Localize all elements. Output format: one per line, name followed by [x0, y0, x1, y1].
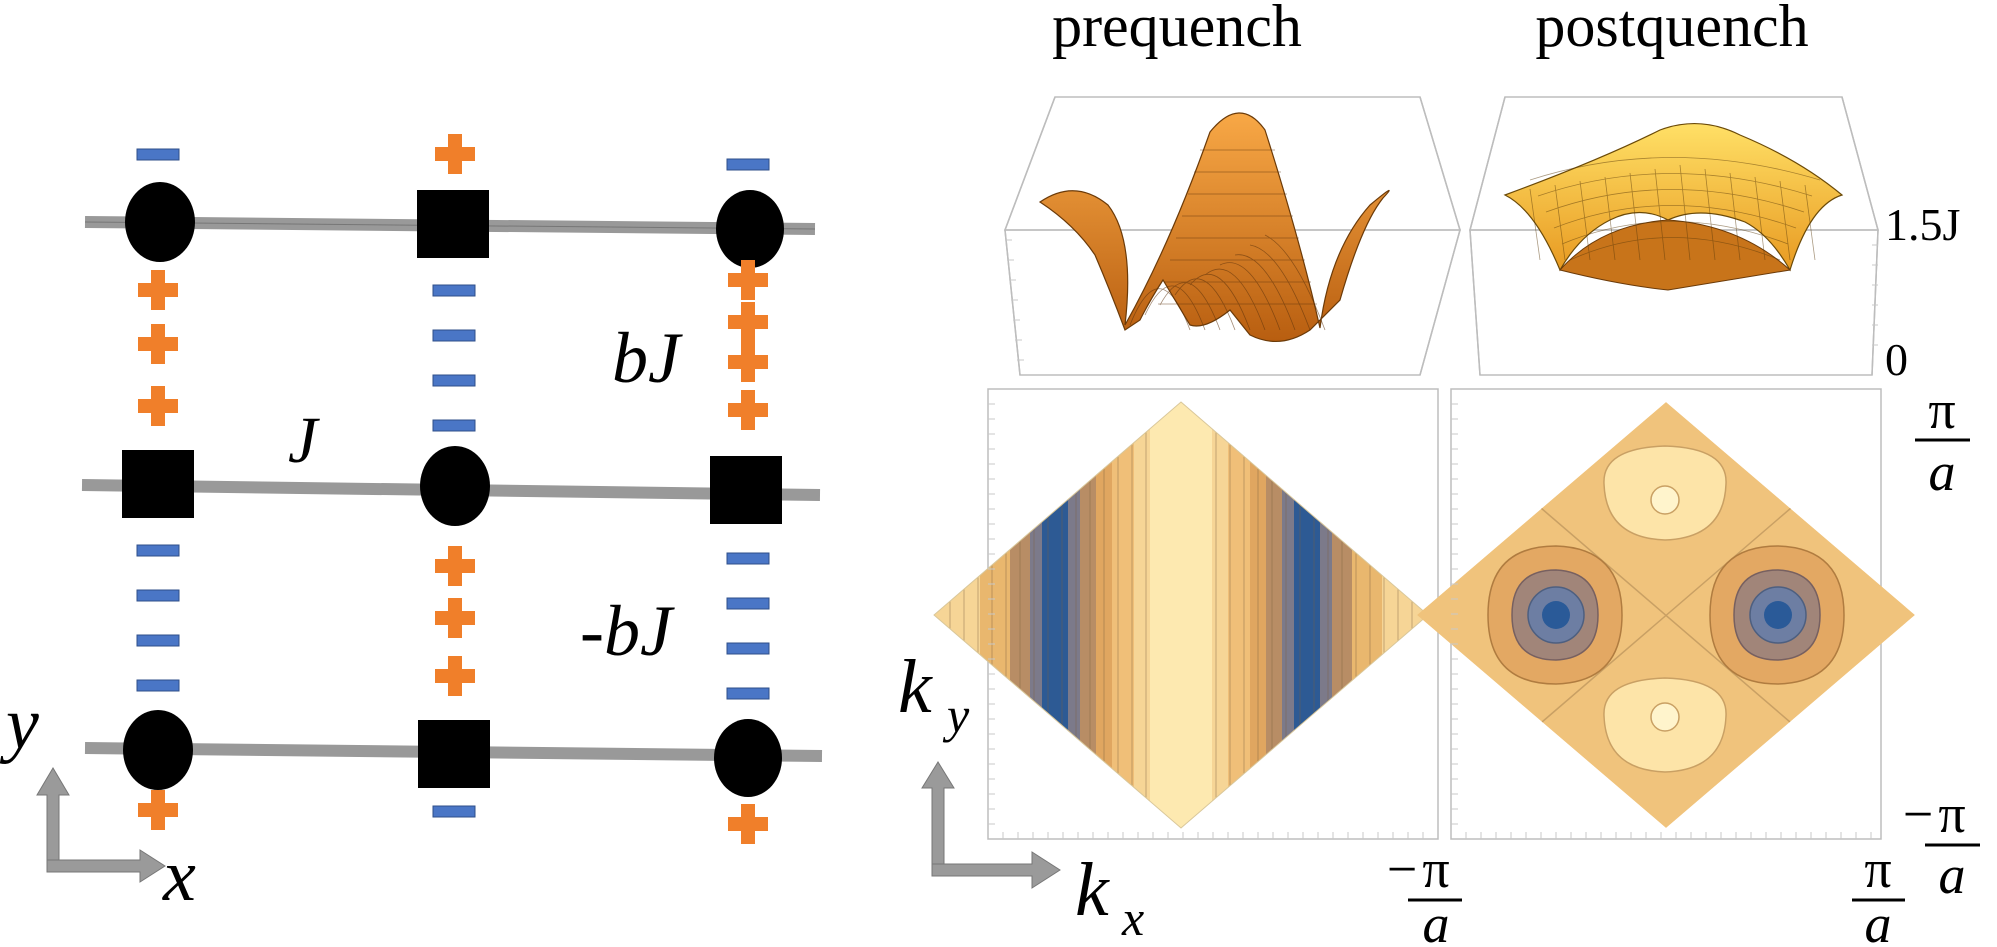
xy-axes: y x — [0, 683, 196, 917]
plus-sign — [728, 342, 768, 382]
plus-sign — [728, 302, 768, 342]
fraction-pi-over-a-top: π a — [1915, 380, 1970, 502]
plus-sign — [435, 656, 475, 696]
minus-sign — [136, 679, 180, 692]
energy-bottom-label: 0 — [1885, 334, 1908, 385]
fraction-neg-pi-over-a-right: − π a — [1903, 784, 1980, 905]
svg-text:a: a — [1865, 894, 1892, 947]
minus-sign — [726, 552, 770, 565]
minus-sign — [136, 148, 180, 161]
plus-sign — [728, 804, 768, 844]
plus-sign — [728, 390, 768, 430]
minus-sign — [726, 687, 770, 700]
site-circle — [125, 182, 195, 262]
plus-sign — [138, 270, 178, 310]
svg-text:a: a — [1423, 894, 1450, 947]
minus-sign — [136, 544, 180, 557]
minus-sign — [726, 642, 770, 655]
site-square — [417, 190, 489, 258]
postquench-contour-plot — [1417, 388, 1915, 840]
plus-sign — [138, 790, 178, 830]
prequench-title: prequench — [1052, 0, 1302, 59]
svg-text:π: π — [1928, 380, 1955, 440]
fraction-pi-over-a-bottom: π a — [1852, 839, 1905, 947]
energy-top-label: 1.5J — [1885, 199, 1960, 250]
plus-sign — [728, 260, 768, 300]
minus-sign — [136, 634, 180, 647]
coupling-j-label: J — [288, 404, 320, 477]
minus-sign — [432, 374, 476, 387]
site-circle — [714, 719, 782, 797]
ky-label: k — [898, 645, 933, 729]
plus-sign — [435, 598, 475, 638]
svg-text:a: a — [1939, 845, 1966, 905]
site-square — [710, 456, 782, 524]
surface-mesh — [1503, 123, 1844, 272]
site-circle — [420, 446, 490, 526]
surface-mesh — [1038, 112, 1390, 343]
k-axes — [921, 761, 1061, 889]
plus-sign — [435, 134, 475, 174]
postquench-surface-plot — [1469, 96, 1879, 376]
svg-text:−: − — [1903, 784, 1933, 844]
prequench-contour-plot — [933, 388, 1439, 840]
prequench-surface-plot — [1003, 96, 1462, 376]
minus-sign — [136, 589, 180, 602]
minus-sign — [432, 805, 476, 818]
minus-sign — [432, 419, 476, 432]
coupling-bj-label: bJ — [612, 318, 683, 398]
postquench-title: postquench — [1535, 0, 1808, 59]
y-axis-label: y — [0, 683, 39, 765]
svg-text:π: π — [1864, 839, 1891, 899]
svg-text:a: a — [1929, 442, 1956, 502]
svg-text:−: − — [1387, 839, 1417, 899]
plus-sign — [435, 546, 475, 586]
ky-subscript: y — [942, 687, 970, 743]
fraction-neg-pi-over-a-bottom: − π a — [1387, 839, 1462, 947]
x-axis-label: x — [162, 835, 196, 917]
kx-subscript: x — [1121, 890, 1144, 946]
kx-label: k — [1075, 848, 1110, 932]
site-square — [418, 720, 490, 788]
coupling-neg-bj-label: -bJ — [580, 591, 675, 671]
lattice-diagram: J bJ -bJ y x — [0, 134, 823, 917]
minus-sign — [432, 284, 476, 297]
minus-sign — [726, 597, 770, 610]
plus-sign — [138, 324, 178, 364]
minus-sign — [726, 158, 770, 171]
svg-text:π: π — [1422, 839, 1449, 899]
site-square — [122, 450, 194, 518]
plus-sign — [138, 386, 178, 426]
minus-sign — [432, 329, 476, 342]
site-circle — [123, 710, 193, 790]
svg-text:π: π — [1938, 784, 1965, 844]
site-circle — [716, 190, 784, 268]
